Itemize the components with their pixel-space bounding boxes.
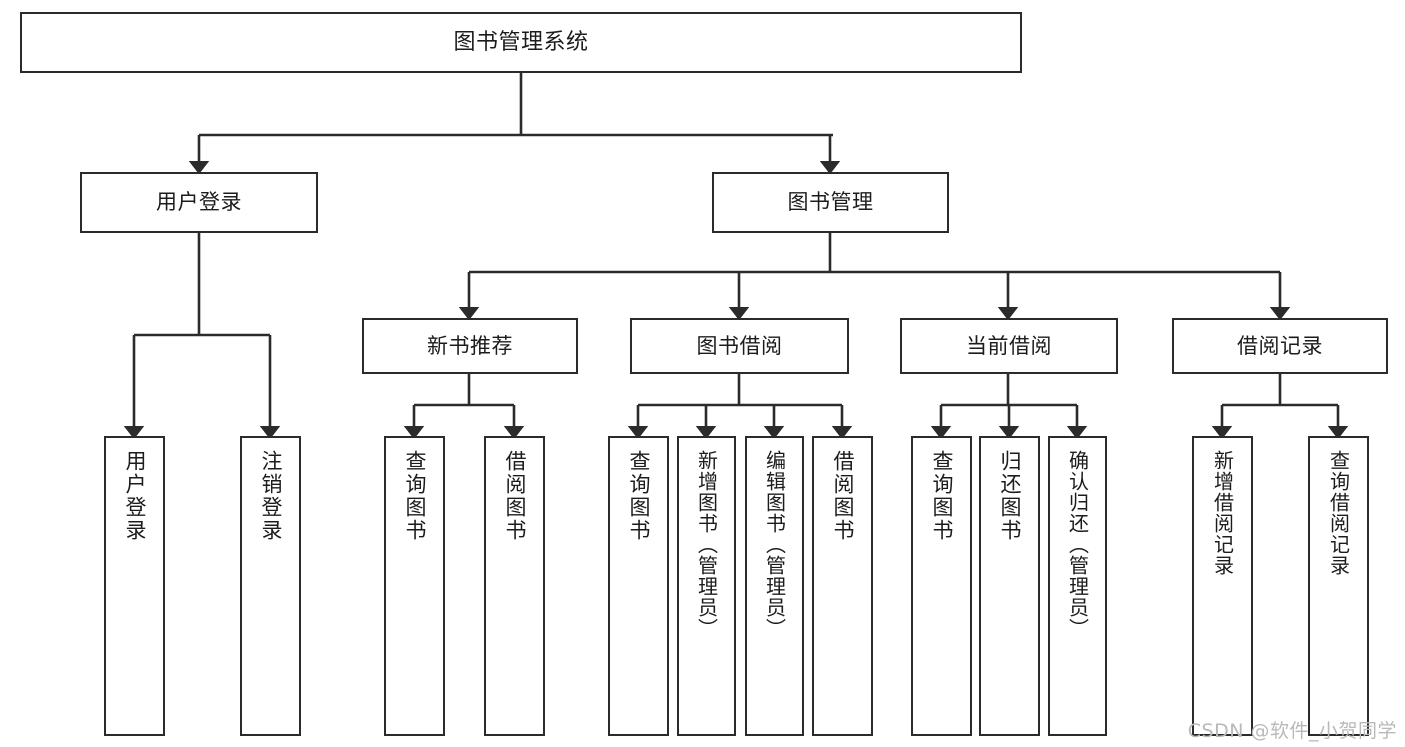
node-label: 查询图书 xyxy=(627,450,652,542)
node-label: 归还图书 xyxy=(998,450,1023,542)
node-book-borrow[interactable]: 图书借阅 xyxy=(630,318,849,374)
node-leaf-borrow-book-1[interactable]: 借阅图书 xyxy=(484,436,545,736)
node-leaf-add-borrow-record[interactable]: 新增借阅记录 xyxy=(1192,436,1253,736)
node-leaf-edit-book-admin[interactable]: 编辑图书（管理员） xyxy=(745,436,804,736)
node-label: 查询借阅记录 xyxy=(1326,450,1351,576)
node-label: 图书管理系统 xyxy=(453,29,589,55)
node-label: 图书借阅 xyxy=(696,333,783,358)
node-leaf-logout-login[interactable]: 注销登录 xyxy=(240,436,301,736)
node-leaf-query-borrow-record[interactable]: 查询借阅记录 xyxy=(1308,436,1369,736)
node-label: 注销登录 xyxy=(259,450,284,542)
node-label: 新增图书（管理员） xyxy=(694,450,719,639)
node-label: 用户登录 xyxy=(156,190,242,215)
node-label: 编辑图书（管理员） xyxy=(762,450,787,639)
node-label: 确认归还（管理员） xyxy=(1065,450,1090,639)
node-borrow-record[interactable]: 借阅记录 xyxy=(1172,318,1388,374)
node-label: 借阅图书 xyxy=(831,450,856,542)
node-leaf-confirm-return-admin[interactable]: 确认归还（管理员） xyxy=(1048,436,1107,736)
node-label: 查询图书 xyxy=(930,450,955,542)
node-root-system[interactable]: 图书管理系统 xyxy=(20,12,1022,73)
node-label: 借阅记录 xyxy=(1237,333,1323,358)
node-leaf-user-login[interactable]: 用户登录 xyxy=(104,436,165,736)
node-label: 当前借阅 xyxy=(966,333,1052,358)
node-label: 借阅图书 xyxy=(503,450,528,542)
node-leaf-query-book-3[interactable]: 查询图书 xyxy=(911,436,972,736)
node-label: 用户登录 xyxy=(123,450,148,542)
node-label: 新增借阅记录 xyxy=(1210,450,1235,576)
csdn-watermark: CSDN @软件_小贺同学 xyxy=(1187,720,1397,742)
node-leaf-return-book[interactable]: 归还图书 xyxy=(979,436,1040,736)
node-leaf-query-book-1[interactable]: 查询图书 xyxy=(384,436,445,736)
node-leaf-borrow-book-2[interactable]: 借阅图书 xyxy=(812,436,873,736)
node-leaf-query-book-2[interactable]: 查询图书 xyxy=(608,436,669,736)
node-book-management[interactable]: 图书管理 xyxy=(712,172,949,233)
node-label: 图书管理 xyxy=(787,190,874,215)
node-label: 新书推荐 xyxy=(427,333,513,358)
node-new-book-recommend[interactable]: 新书推荐 xyxy=(362,318,578,374)
node-label: 查询图书 xyxy=(403,450,428,542)
node-current-borrow[interactable]: 当前借阅 xyxy=(900,318,1118,374)
node-user-login[interactable]: 用户登录 xyxy=(80,172,318,233)
node-leaf-add-book-admin[interactable]: 新增图书（管理员） xyxy=(677,436,736,736)
